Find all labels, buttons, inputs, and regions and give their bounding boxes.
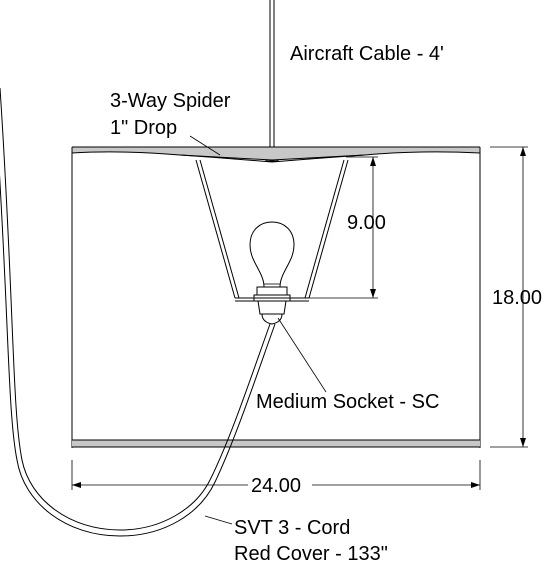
height-dimension-label: 18.00 bbox=[492, 287, 542, 309]
aircraft-cable bbox=[265, 0, 279, 162]
cord-label-line2: Red Cover - 133" bbox=[234, 543, 388, 565]
socket-leader bbox=[277, 317, 327, 393]
drop-dimension bbox=[290, 156, 378, 299]
cord-label-line1: SVT 3 - Cord bbox=[234, 517, 350, 539]
medium-socket bbox=[253, 286, 291, 325]
spider-label-line2: 1" Drop bbox=[110, 117, 177, 139]
lamp-shade bbox=[71, 146, 481, 448]
spider-leader bbox=[189, 135, 221, 156]
aircraft-cable-label: Aircraft Cable - 4' bbox=[290, 43, 444, 65]
socket-label: Medium Socket - SC bbox=[256, 391, 439, 413]
spider-frame bbox=[195, 159, 349, 302]
light-bulb bbox=[249, 221, 295, 288]
width-dimension-label: 24.00 bbox=[251, 475, 301, 497]
drop-dimension-label: 9.00 bbox=[347, 212, 386, 234]
spider-label-line1: 3-Way Spider bbox=[110, 90, 231, 112]
svt-cord bbox=[0, 87, 276, 537]
width-dimension bbox=[71, 460, 481, 490]
height-dimension bbox=[490, 146, 528, 448]
cord-leader bbox=[204, 515, 233, 525]
